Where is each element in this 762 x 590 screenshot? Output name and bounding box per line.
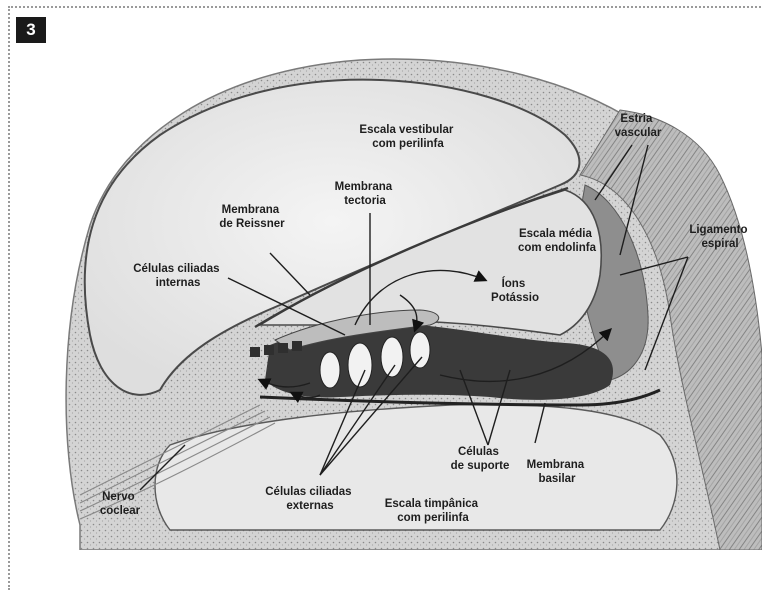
- cochlea-cross-section-diagram: Escala vestibular com perilinfa Estria v…: [20, 25, 762, 550]
